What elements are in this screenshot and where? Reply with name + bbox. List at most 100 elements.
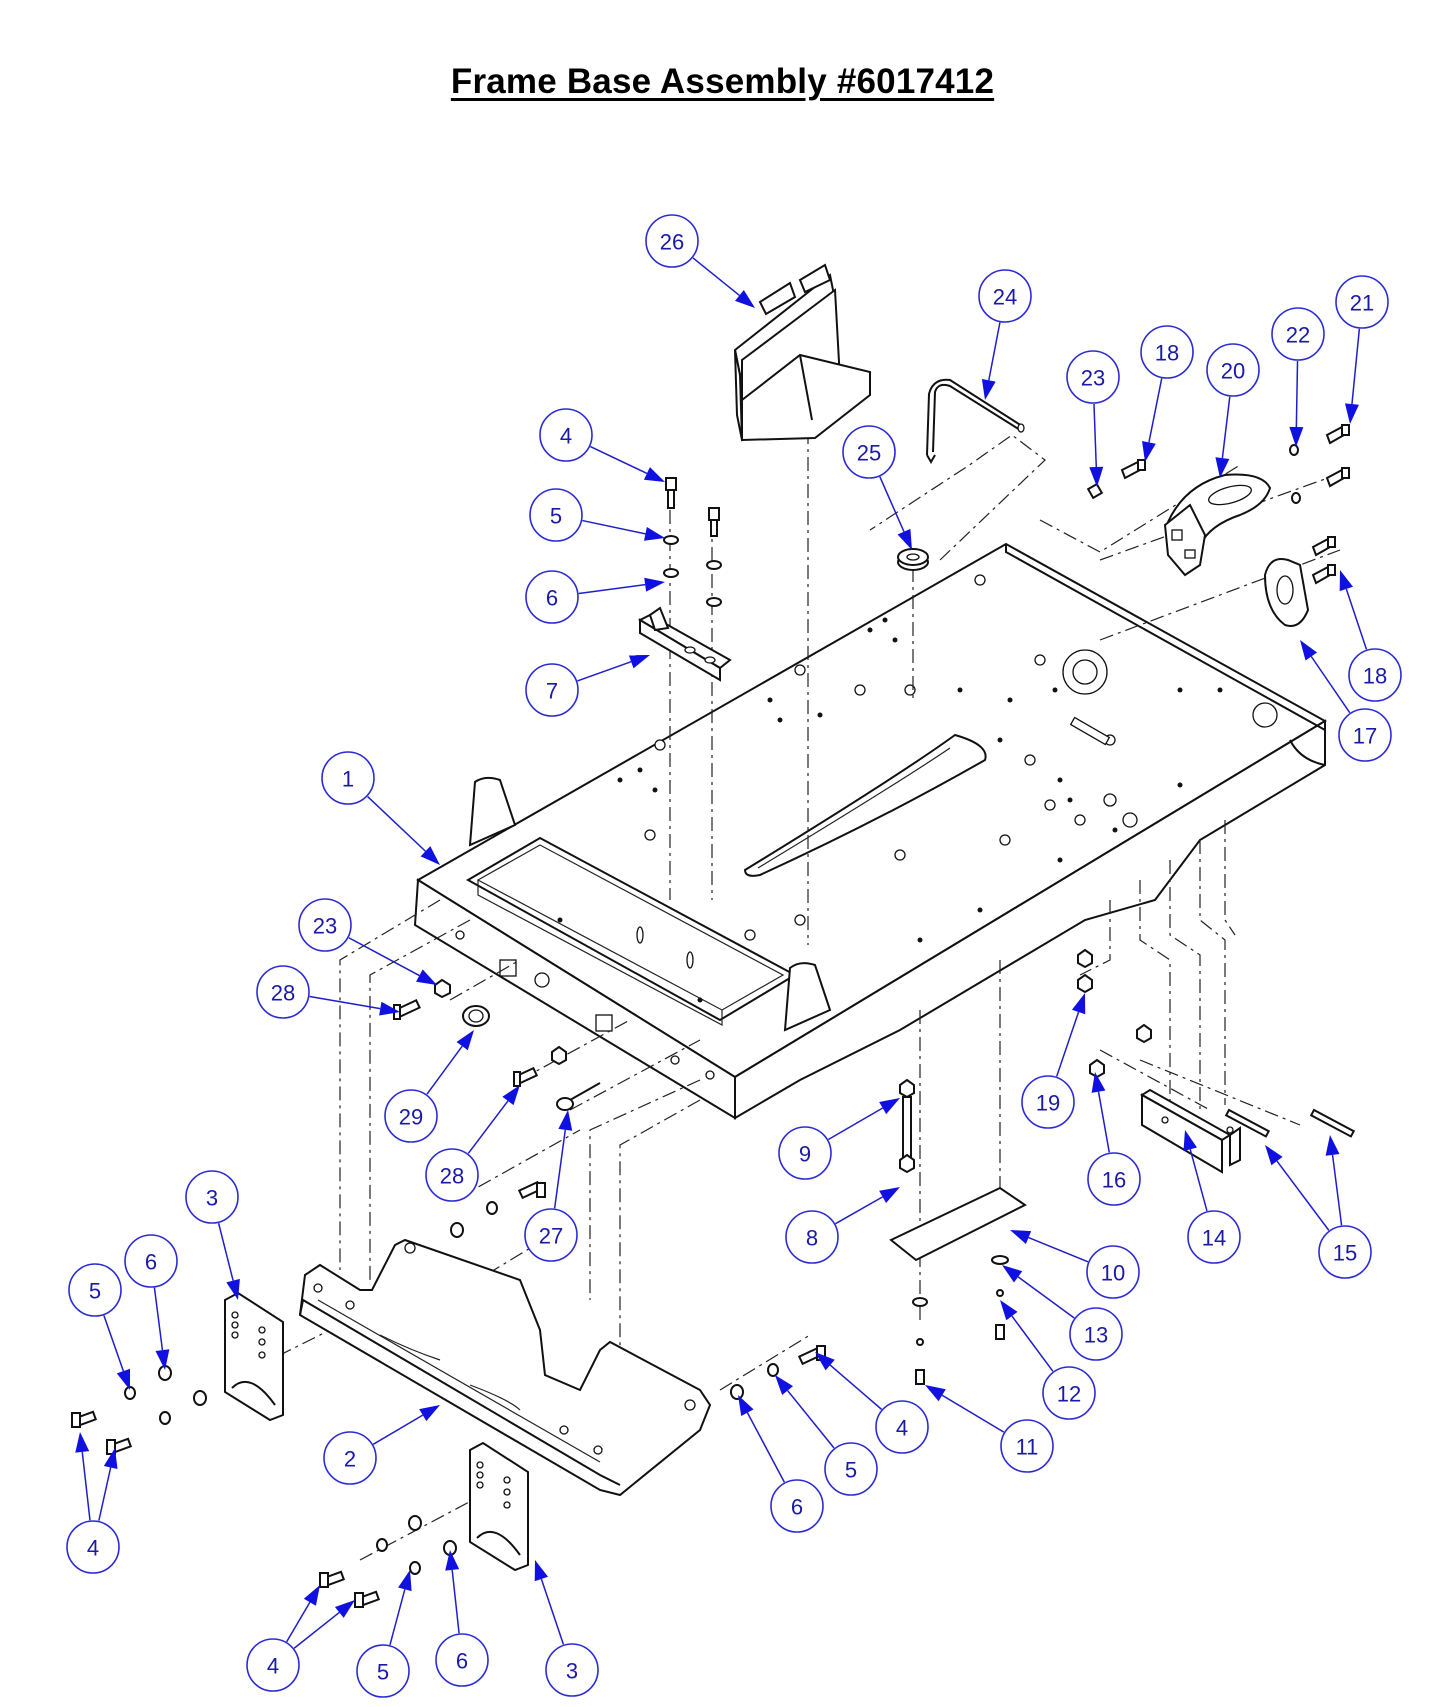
callout-circle (66, 1520, 120, 1574)
callout-leader-line (582, 519, 646, 535)
callout-arrowhead (879, 1187, 900, 1203)
callout-leader-line (1221, 396, 1231, 459)
callout-arrowhead (1339, 570, 1353, 592)
callout-leader-line (426, 1045, 463, 1095)
callout-circle (1206, 343, 1260, 397)
callout-c12: 12 (1000, 1300, 1096, 1420)
callout-number: 22 (1286, 323, 1310, 348)
callout-arrowhead (456, 1030, 474, 1051)
callout-number: 29 (399, 1105, 423, 1130)
callout-circle (323, 1431, 377, 1485)
callout-c8: 8 (785, 1187, 900, 1264)
callout-number: 23 (313, 914, 337, 939)
callout-leader-line (309, 995, 381, 1010)
callout-arrowhead (502, 1085, 520, 1106)
callout-arrowhead (1183, 1130, 1197, 1152)
callout-number: 5 (845, 1458, 857, 1483)
callout-leader-line (540, 1578, 565, 1645)
callout-arrowhead (226, 1278, 240, 1300)
callout-circle (645, 214, 699, 268)
adjust-plate-right (469, 1441, 529, 1572)
callout-c6a: 6 (525, 570, 665, 624)
callout-number: 9 (799, 1142, 811, 1167)
callout-circle (1187, 1210, 1241, 1264)
callout-c14: 14 (1183, 1130, 1241, 1264)
callout-arrowhead (534, 1560, 549, 1582)
callout-leader-line (372, 1414, 424, 1445)
callout-arrowhead (445, 1550, 460, 1571)
callout-arrowhead (1289, 426, 1304, 447)
callout-arrowhead (897, 528, 912, 550)
callout-number: 6 (546, 586, 558, 611)
callout-leader-line (879, 476, 905, 532)
callout-leader-line (467, 1100, 509, 1154)
callout-arrowhead (416, 969, 437, 985)
callout-circle (321, 751, 375, 805)
callout-leader-line (692, 257, 740, 297)
callout-circle (529, 488, 583, 542)
callout-number: 20 (1221, 359, 1245, 384)
callout-leader-line (1310, 656, 1351, 714)
callout-leader-line (1093, 403, 1098, 468)
callout-c18b: 18 (1339, 570, 1402, 702)
callout-number: 8 (806, 1226, 818, 1251)
callout-leader-line (835, 1196, 883, 1225)
callout-circle (545, 1643, 599, 1697)
callout-c22: 22 (1271, 307, 1325, 447)
callout-number: 12 (1057, 1382, 1081, 1407)
callout-arrowhead (1000, 1300, 1018, 1321)
callout-circle (539, 408, 593, 462)
callout-arrowhead (1344, 403, 1359, 424)
callout-circle (875, 1400, 929, 1454)
callout-arrowhead (398, 1570, 412, 1592)
callout-c4c: 4 (66, 1432, 120, 1574)
callout-leader-line (153, 1287, 164, 1351)
callout-c4a: 4 (539, 408, 665, 482)
callout-leader-line (829, 1364, 883, 1410)
callout-leader-line (81, 1451, 91, 1521)
callout-leader-line (746, 1412, 785, 1483)
callout-number: 14 (1202, 1226, 1226, 1251)
callout-c25: 25 (842, 425, 912, 550)
callout-number: 23 (1081, 366, 1105, 391)
callout-c10: 10 (1010, 1230, 1140, 1299)
frame-base-part (413, 542, 1327, 1120)
callout-circle (1335, 275, 1389, 329)
callout-c3b: 3 (534, 1560, 599, 1697)
callout-circle (1348, 648, 1402, 702)
callout-circle (1087, 1152, 1141, 1206)
adjust-plate-left (224, 1291, 284, 1422)
bolt-stack-hardware (663, 477, 722, 607)
callout-circle (68, 1263, 122, 1317)
callout-c21: 21 (1335, 275, 1389, 424)
callout-arrowhead (155, 1349, 170, 1370)
callout-number: 19 (1036, 1091, 1060, 1116)
callout-arrowhead (1265, 1145, 1283, 1166)
callout-arrowhead (1089, 466, 1104, 487)
callout-leader-line (217, 1222, 234, 1281)
callout-number: 3 (206, 1186, 218, 1211)
callout-c6d: 6 (435, 1550, 489, 1687)
fastener-set (71, 948, 1356, 1608)
callout-c13: 13 (1002, 1265, 1123, 1361)
callout-c29: 29 (384, 1030, 474, 1143)
callout-number: 27 (539, 1224, 563, 1249)
callout-leader-line (578, 583, 646, 595)
callout-number: 1 (342, 767, 354, 792)
callout-number: 5 (89, 1279, 101, 1304)
callout-circle (1000, 1419, 1054, 1473)
callout-arrowhead (925, 1385, 946, 1402)
callout-circle (770, 1479, 824, 1533)
callout-c28b: 28 (425, 1085, 520, 1202)
callout-arrowhead (643, 527, 665, 541)
seat-box-part (733, 263, 871, 442)
callout-c23a: 23 (1066, 350, 1120, 487)
callout-leader-line (293, 1611, 340, 1649)
callout-number: 10 (1101, 1261, 1125, 1286)
page-title: Frame Base Assembly #6017412 (450, 62, 995, 101)
callout-number: 11 (1016, 1435, 1039, 1460)
callout-c16: 16 (1087, 1072, 1141, 1206)
callout-number: 26 (660, 230, 684, 255)
callout-leader-line (577, 661, 632, 682)
callout-number: 18 (1363, 664, 1387, 689)
